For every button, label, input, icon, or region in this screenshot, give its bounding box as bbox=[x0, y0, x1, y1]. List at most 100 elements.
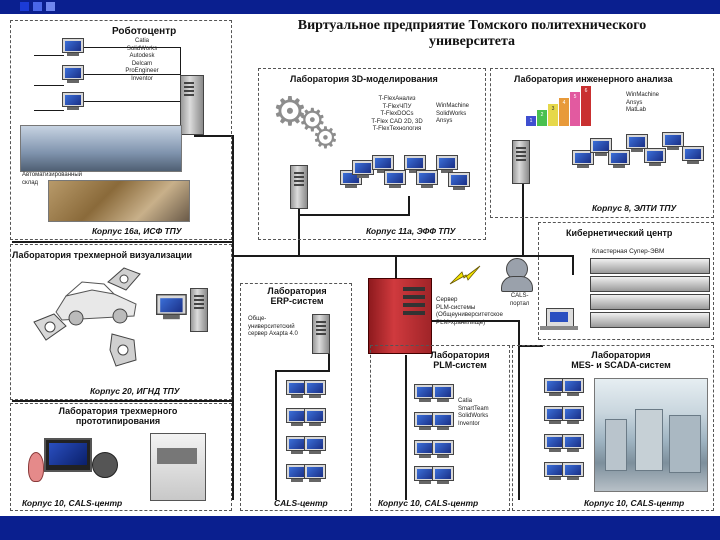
network-line bbox=[275, 370, 330, 372]
user-body-icon bbox=[501, 276, 533, 292]
part-model-icon bbox=[33, 313, 67, 341]
workstation-icon bbox=[436, 155, 458, 173]
server-tower-icon bbox=[512, 140, 530, 184]
laptop-base-icon bbox=[540, 326, 578, 330]
workstation-icon bbox=[432, 412, 454, 430]
step-block: 5 bbox=[570, 92, 580, 126]
bottom-banner bbox=[0, 516, 720, 540]
network-line bbox=[34, 85, 64, 86]
step-block: 2 bbox=[537, 110, 547, 126]
page-title: Виртуальное предприятие Томского политех… bbox=[297, 18, 647, 49]
workstation-icon bbox=[416, 170, 438, 188]
lab-3d-visualization-box bbox=[10, 244, 232, 400]
cyber-center-label: Кибернетический центр bbox=[566, 228, 673, 238]
cluster-node-icon bbox=[590, 258, 710, 274]
lightning-icon bbox=[449, 265, 481, 285]
network-line bbox=[34, 55, 64, 56]
banner-square bbox=[46, 2, 55, 11]
network-line bbox=[234, 255, 534, 257]
cyber-center-box bbox=[538, 222, 714, 340]
workstation-icon bbox=[304, 408, 326, 426]
cluster-node-icon bbox=[590, 276, 710, 292]
workstation-icon bbox=[304, 464, 326, 482]
network-line bbox=[232, 135, 234, 500]
workstation-icon bbox=[286, 436, 308, 454]
cluster-label: Кластерная Супер-ЭВМ bbox=[592, 248, 665, 255]
network-line bbox=[430, 320, 520, 322]
workstation-icon bbox=[404, 155, 426, 173]
network-line bbox=[395, 255, 397, 280]
banner-square bbox=[33, 2, 42, 11]
lab-engineering-analysis-box bbox=[490, 68, 714, 218]
workstation-icon bbox=[562, 462, 584, 480]
network-line bbox=[300, 214, 410, 216]
workstation-icon bbox=[432, 440, 454, 458]
mes-lab-photo bbox=[594, 378, 708, 492]
server-tower-icon bbox=[180, 75, 204, 135]
workstation-icon bbox=[352, 160, 374, 178]
lab-plm-software: Catia SmartTeam SolidWorks Inventor bbox=[458, 398, 489, 427]
car-wireframe-icon bbox=[55, 281, 137, 326]
server-tower-icon bbox=[312, 314, 330, 354]
top-banner bbox=[0, 0, 720, 14]
step-block: 1 bbox=[526, 116, 536, 126]
lab-3d-visualization-caption: Корпус 20, ИГНД ТПУ bbox=[90, 386, 180, 396]
lab-3d-modeling-label: Лаборатория 3D-моделирования bbox=[290, 74, 438, 84]
plm-server-icon bbox=[368, 278, 432, 354]
network-line bbox=[194, 135, 234, 137]
workstation-icon bbox=[448, 172, 470, 190]
workstation-icon bbox=[62, 38, 84, 56]
lab-mes-label: Лаборатория MES- и SCADA-систем bbox=[571, 350, 671, 370]
lab-3d-prototyping-label: Лаборатория трехмерного прототипирования bbox=[58, 406, 178, 426]
gear-icon: ⚙ bbox=[298, 102, 327, 138]
network-line bbox=[328, 352, 330, 372]
workstation-icon bbox=[62, 92, 84, 110]
workstation-icon bbox=[626, 134, 648, 152]
warehouse-label: Автоматизированный склад bbox=[22, 172, 83, 186]
workstation-icon bbox=[156, 294, 187, 320]
lab-3d-modeling-software-left: T-FlexАнализ T-FlexЧПУ T-FlexDOCs T-Flex… bbox=[371, 96, 423, 132]
lab-mes-box bbox=[512, 345, 714, 511]
network-line bbox=[12, 241, 234, 243]
monitor-image bbox=[44, 438, 92, 472]
part-model-icon bbox=[109, 333, 137, 367]
workstation-icon bbox=[644, 148, 666, 166]
robotics-caption: Корпус 16а, ИСФ ТПУ bbox=[92, 226, 182, 236]
lab-erp-caption: CALS-центр bbox=[274, 498, 328, 508]
network-line bbox=[84, 47, 180, 48]
workstation-icon bbox=[372, 155, 394, 173]
lab-erp-label: Лаборатория ERP-систем bbox=[267, 286, 327, 306]
cluster-node-icon bbox=[590, 294, 710, 310]
lab-3d-prototyping-caption: Корпус 10, CALS-центр bbox=[22, 498, 123, 508]
workstation-icon bbox=[562, 434, 584, 452]
workstation-icon bbox=[608, 150, 630, 168]
network-line bbox=[405, 355, 407, 500]
lab-3d-modeling-software-right: WinMachine SolidWorks Ansys bbox=[436, 103, 470, 124]
workstation-icon bbox=[562, 378, 584, 396]
workstation-icon bbox=[590, 138, 612, 156]
network-line bbox=[275, 370, 277, 500]
cals-portal-label: CALS- портал bbox=[510, 293, 530, 307]
workstation-icon bbox=[432, 384, 454, 402]
workstation-icon bbox=[62, 65, 84, 83]
network-line bbox=[534, 255, 574, 257]
network-line bbox=[518, 320, 520, 500]
network-line bbox=[12, 400, 234, 402]
robotics-software-list: Catia SolidWorks Autodesk Delcam ProEngi… bbox=[125, 38, 159, 82]
part-model-icon bbox=[107, 267, 141, 291]
lab-erp-box bbox=[240, 283, 352, 511]
workstation-icon bbox=[682, 146, 704, 164]
step-block: 3 bbox=[548, 104, 558, 126]
workstation-icon bbox=[384, 170, 406, 188]
server-tower-icon bbox=[190, 288, 208, 332]
banner-square bbox=[20, 2, 29, 11]
erp-server-note: Обще- университетский сервер Axapta 4.0 bbox=[248, 316, 298, 337]
workstation-icon bbox=[432, 466, 454, 484]
workstation-icon bbox=[304, 380, 326, 398]
lab-3d-visualization-label: Лаборатория трехмерной визуализации bbox=[12, 250, 193, 260]
lab-plm-box bbox=[370, 345, 510, 511]
warehouse-image bbox=[48, 180, 190, 222]
network-line bbox=[572, 255, 574, 275]
lab-plm-label: Лаборатория PLM-систем bbox=[430, 350, 490, 370]
workstation-icon bbox=[414, 412, 436, 430]
